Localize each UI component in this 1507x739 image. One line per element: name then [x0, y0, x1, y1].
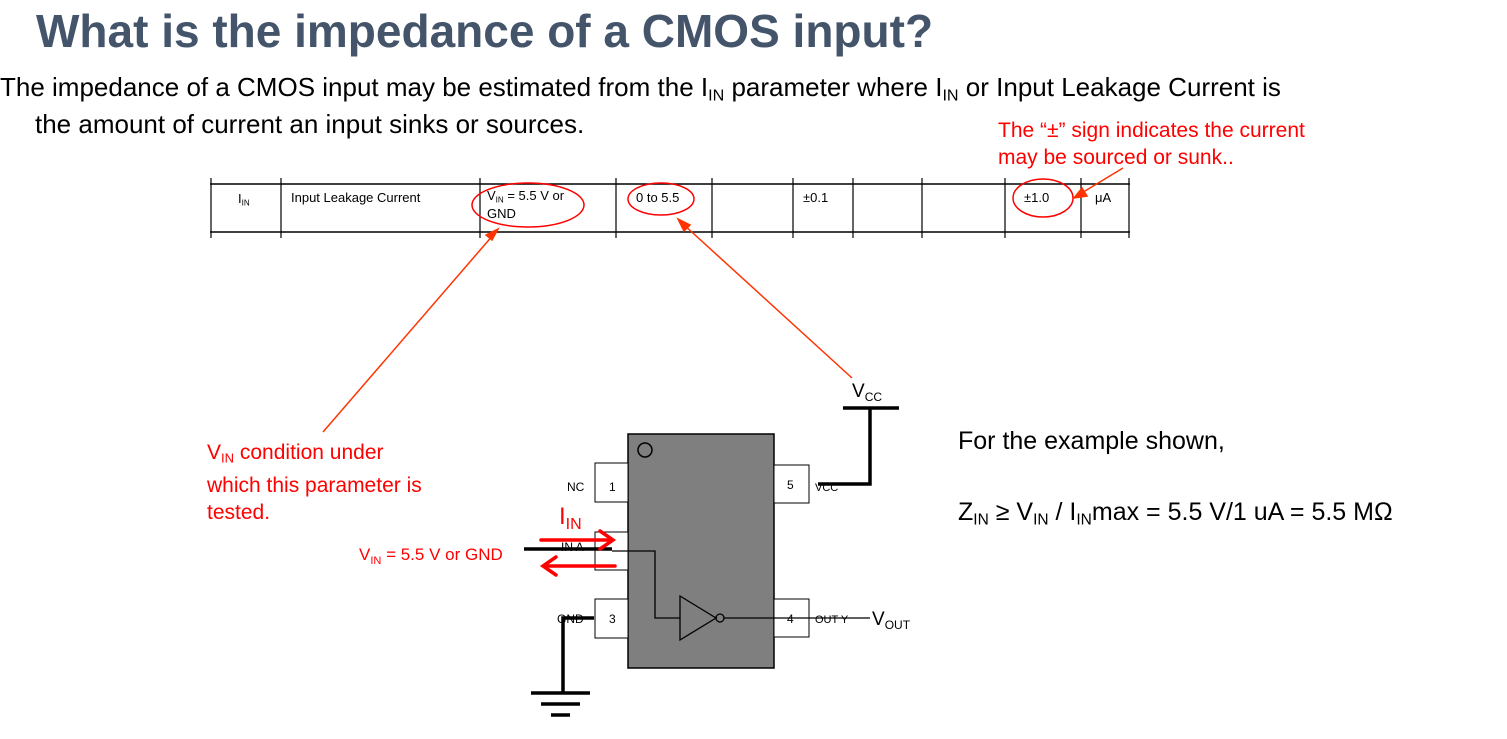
eq-z-sub: IN [973, 511, 989, 529]
vin-callout-arrow [484, 227, 500, 242]
table-condition-sub: IN [495, 195, 504, 205]
vcc-label-main: V [852, 381, 865, 402]
sign-callout-line [1079, 167, 1124, 195]
pin5-box [773, 464, 810, 504]
page-title: What is the impedance of a CMOS input? [36, 5, 934, 57]
intro-line-2: the amount of current an input sinks or … [35, 109, 585, 139]
vcc-wire [818, 408, 872, 486]
eq-z: Z [958, 498, 974, 526]
range-highlight [627, 182, 695, 216]
eq-i-sub: IN [1076, 511, 1092, 529]
vcc-callout-line [682, 223, 853, 379]
vin-note-line-1: condition under [234, 441, 384, 464]
pin4-name: OUT Y [815, 614, 849, 626]
inverter-symbol [679, 594, 718, 642]
vin-note-line-3: tested. [207, 500, 271, 524]
intro-text-a: The impedance of a CMOS input may be est… [0, 72, 709, 102]
table-condition-b: = 5.5 V or [503, 188, 565, 203]
impedance-equation: ZIN ≥ VIN / IINmax = 5.5 V/1 uA = 5.5 MΩ [958, 498, 1393, 529]
condition-highlight [471, 182, 585, 228]
intro-text-b: parameter where I [724, 72, 943, 102]
vin-note-line-2: which this parameter is [207, 473, 422, 497]
sign-note-line-2: may be sourced or sunk.. [998, 146, 1234, 169]
pin1-num: 1 [609, 480, 616, 494]
table-condition-a: V [487, 188, 496, 203]
input-trace [612, 550, 680, 619]
table-condition-c: GND [487, 206, 516, 222]
pin3-box [594, 598, 629, 639]
vin-callout-line [322, 233, 495, 433]
table-max-value: ±1.0 [1024, 190, 1050, 205]
intro-sub-b: IN [942, 86, 959, 105]
example-intro: For the example shown, [958, 427, 1225, 455]
pin3-num: 3 [609, 612, 616, 626]
vcc-callout-arrow [676, 217, 692, 233]
spec-table-lines [210, 178, 1130, 238]
max-highlight [1012, 178, 1074, 218]
intro-text-c: or Input Leakage Current is [958, 72, 1281, 102]
table-unit: μA [1095, 190, 1112, 205]
table-symbol-sub: IN [241, 198, 250, 208]
vin-label-main: V [359, 545, 371, 564]
vcc-label-sub: CC [865, 390, 883, 404]
vcc-label: VCC [852, 381, 882, 404]
vin-label: VIN = 5.5 V or GND [359, 545, 503, 567]
vin-note-symbol: V [207, 441, 222, 464]
eq-rest: max = 5.5 V/1 uA = 5.5 MΩ [1091, 498, 1393, 526]
pin1-marker [637, 442, 653, 458]
iin-label: IIN [559, 503, 582, 533]
pin1-box [594, 462, 629, 503]
vin-label-sub: IN [370, 555, 381, 567]
iin-label-main: I [559, 503, 566, 530]
pin2-name: IN A [561, 540, 584, 554]
eq-v-sub: IN [1033, 511, 1049, 529]
gnd-wire [561, 616, 594, 692]
intro-line-1: The impedance of a CMOS input may be est… [0, 72, 1281, 106]
iin-label-sub: IN [566, 516, 582, 533]
table-symbol-text: I [238, 191, 242, 206]
eq-geq: ≥ V [988, 498, 1034, 526]
vout-label-sub: OUT [885, 618, 911, 632]
table-symbol: IIN [238, 191, 250, 207]
table-parameter: Input Leakage Current [291, 190, 421, 205]
vin-note: VIN condition under which this parameter… [207, 439, 422, 526]
iin-arrowhead-in [598, 529, 617, 551]
vin-note-sub: IN [221, 450, 235, 466]
pin5-name: VCC [815, 482, 838, 494]
sign-callout-arrow [1072, 186, 1089, 200]
pin3-name: GND [557, 612, 584, 626]
vin-label-rest: = 5.5 V or GND [381, 545, 502, 564]
table-vcc-range: 0 to 5.5 [636, 190, 680, 205]
vout-label-main: V [872, 609, 885, 630]
pin1-name: NC [567, 480, 585, 494]
pin5-num: 5 [787, 478, 794, 492]
sign-note-line-1: The “±” sign indicates the current [998, 119, 1305, 142]
pin4-num: 4 [787, 612, 794, 626]
table-typ-value: ±0.1 [803, 190, 829, 205]
eq-slash: / I [1048, 498, 1077, 526]
table-condition: VIN = 5.5 V or GND [487, 189, 564, 221]
sign-note: The “±” sign indicates the current may b… [998, 117, 1305, 171]
intro-sub-a: IN [708, 86, 725, 105]
iin-arrowhead-out [539, 555, 558, 577]
vout-label: VOUT [872, 609, 911, 632]
